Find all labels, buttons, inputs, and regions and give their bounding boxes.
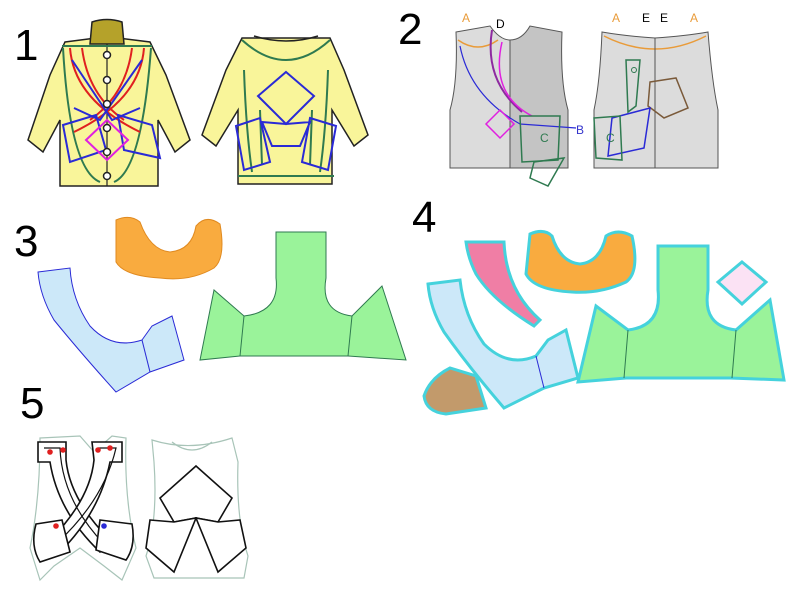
vest-back-green-panel bbox=[625, 59, 641, 114]
vest-front-green-pocket bbox=[519, 115, 561, 163]
step3-back-piece bbox=[199, 231, 407, 361]
step5-front-outline bbox=[29, 435, 137, 582]
front-blue-crossing-lines bbox=[71, 59, 143, 122]
step-2-number: 2 bbox=[398, 5, 422, 54]
step5-blue-dot bbox=[101, 523, 107, 529]
vest-front: A D C B bbox=[449, 11, 584, 187]
step4-diamond-piece bbox=[715, 260, 769, 307]
vest-front-blue-line bbox=[459, 45, 577, 129]
step5-back-top-shape bbox=[158, 464, 234, 523]
back-blue-panels bbox=[234, 116, 338, 172]
vest-back-brown-shape bbox=[647, 77, 689, 119]
back-yoke-green bbox=[241, 39, 331, 61]
step4-pink-piece bbox=[464, 240, 543, 328]
front-yoke-green bbox=[62, 45, 152, 183]
label-a-left: A bbox=[462, 11, 470, 25]
back-jacket bbox=[201, 35, 369, 185]
front-jacket-body bbox=[27, 37, 191, 187]
step3-front-seam bbox=[141, 339, 151, 373]
step-5-number: 5 bbox=[20, 379, 44, 428]
step5-left-strap-inner bbox=[44, 447, 105, 545]
step-3-number: 3 bbox=[14, 217, 38, 266]
label-b: B bbox=[576, 123, 584, 137]
vest-back-body bbox=[593, 31, 719, 169]
step5-back-left-panel bbox=[145, 516, 198, 574]
step-1-number: 1 bbox=[14, 21, 38, 70]
step4-front-seam bbox=[535, 355, 545, 389]
back-green-seams bbox=[243, 69, 329, 173]
step5-left-flap bbox=[32, 519, 71, 563]
step5-back-layout bbox=[145, 437, 249, 579]
step5-right-strap-inner bbox=[55, 447, 117, 545]
label-a-back-right: A bbox=[690, 11, 698, 25]
step4-back-seams bbox=[623, 329, 737, 379]
label-c-back: C bbox=[606, 131, 615, 145]
label-d: D bbox=[496, 17, 505, 31]
front-jacket-collar bbox=[89, 18, 125, 45]
step4-brown-piece bbox=[422, 366, 488, 416]
front-blue-panel-right bbox=[116, 113, 162, 160]
label-e-left: E bbox=[642, 11, 650, 25]
step4-collar-piece bbox=[524, 229, 637, 294]
label-a-back-left: A bbox=[612, 11, 620, 25]
vest-back-green-pocket bbox=[593, 115, 623, 161]
vest-front-purple-line bbox=[489, 29, 523, 113]
back-collar-line bbox=[253, 35, 319, 42]
vest-back-dot bbox=[631, 67, 637, 73]
step3-back-seams bbox=[239, 315, 353, 357]
label-c-front: C bbox=[540, 131, 549, 145]
step3-collar-piece bbox=[115, 216, 223, 280]
step4-back-piece bbox=[576, 244, 786, 384]
vest-back: A E E A C bbox=[593, 11, 719, 169]
front-jacket bbox=[27, 18, 191, 187]
front-buttons bbox=[102, 50, 112, 181]
vest-front-body-right bbox=[509, 25, 569, 169]
step5-front-layout bbox=[29, 435, 137, 582]
step5-back-right-panel bbox=[194, 516, 247, 574]
front-red-crossing-lines bbox=[69, 47, 145, 133]
step5-red-dots bbox=[47, 445, 113, 529]
front-magenta-diamond bbox=[84, 118, 130, 162]
step5-back-neck bbox=[171, 441, 213, 451]
step3-front-piece bbox=[37, 267, 185, 393]
step5-right-flap bbox=[95, 519, 134, 561]
label-e-right: E bbox=[660, 11, 668, 25]
vest-front-magenta-line bbox=[498, 41, 533, 117]
vest-front-magenta-diamond bbox=[484, 108, 516, 140]
step-4-number: 4 bbox=[412, 193, 436, 242]
vest-front-orange-arc bbox=[457, 39, 499, 48]
vest-front-green-flap bbox=[529, 157, 566, 187]
vest-back-blue-panel bbox=[607, 106, 651, 157]
